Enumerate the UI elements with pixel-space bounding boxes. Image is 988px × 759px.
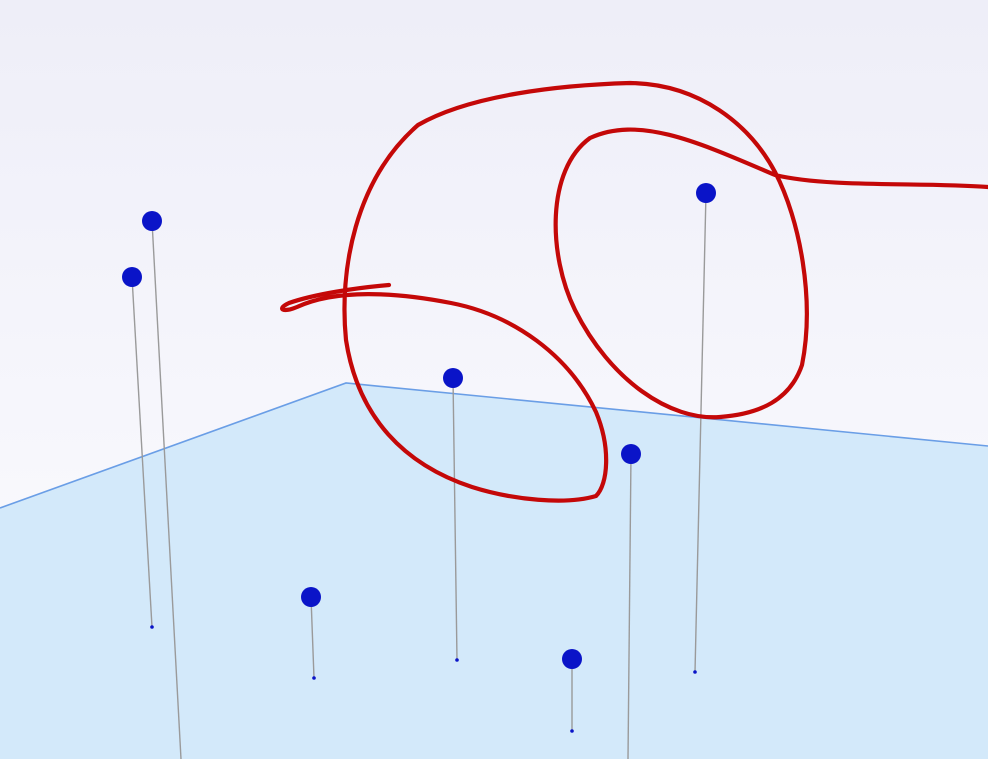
base-dot-5 bbox=[570, 729, 574, 733]
stem-1 bbox=[151, 220, 182, 759]
floor-edge bbox=[0, 382, 988, 509]
base-dot-3 bbox=[312, 676, 316, 680]
ball-3 bbox=[301, 587, 321, 607]
balls-group bbox=[122, 183, 716, 669]
stem-6 bbox=[627, 453, 632, 759]
base-dot-4 bbox=[455, 658, 459, 662]
stem-3 bbox=[310, 596, 315, 679]
space-curve bbox=[280, 80, 988, 503]
floor-plane bbox=[0, 383, 988, 759]
ball-2 bbox=[122, 267, 142, 287]
ball-5 bbox=[562, 649, 582, 669]
base-dot-7 bbox=[693, 670, 697, 674]
stem-4 bbox=[452, 377, 458, 661]
stems-group bbox=[131, 192, 707, 759]
ball-1 bbox=[142, 211, 162, 231]
ball-6 bbox=[621, 444, 641, 464]
ball-4 bbox=[443, 368, 463, 388]
stem-7 bbox=[694, 192, 707, 673]
base-dots-group bbox=[150, 625, 697, 733]
stem-2 bbox=[131, 276, 153, 628]
base-dot-2 bbox=[150, 625, 154, 629]
ball-7 bbox=[696, 183, 716, 203]
